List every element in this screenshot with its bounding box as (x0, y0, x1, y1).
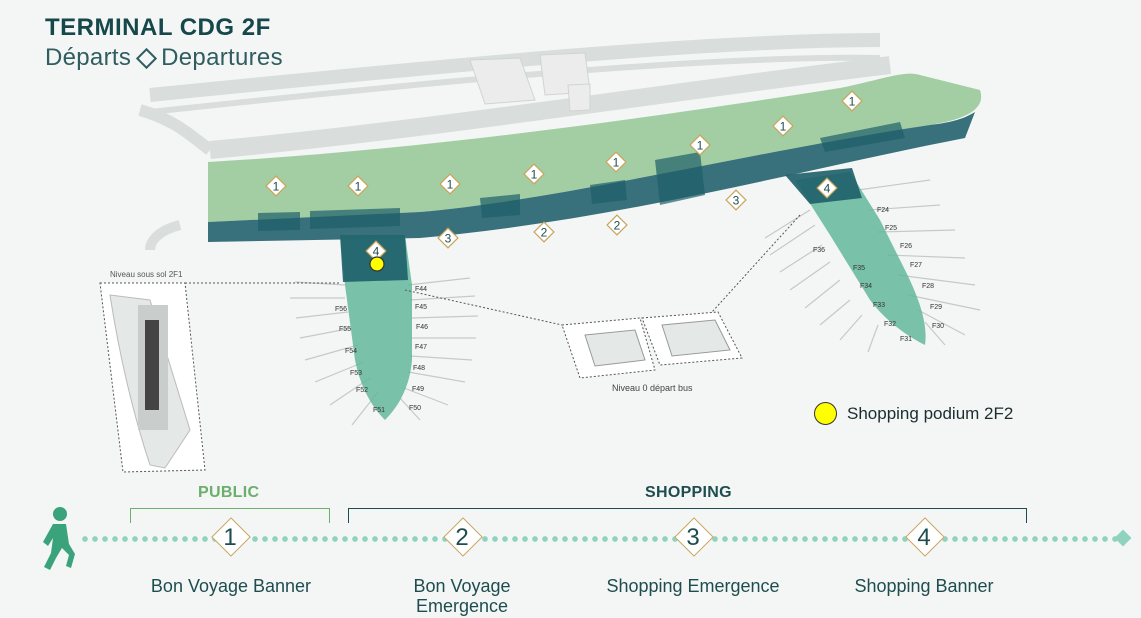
gate-label-right: F29 (930, 304, 942, 311)
gate-label-right: F32 (884, 321, 896, 328)
gate-label-left: F47 (415, 344, 427, 351)
roadways (138, 33, 892, 251)
map-marker-1: 1 (523, 163, 545, 185)
map-marker-number: 1 (355, 180, 362, 194)
map-marker-4: 4 (365, 240, 387, 262)
step-label-2: Bon Voyage Emergence (347, 576, 577, 616)
gate-label-right: F26 (900, 243, 912, 250)
gate-label-left: F52 (356, 387, 368, 394)
gate-label-left: F54 (345, 348, 357, 355)
map-marker-1: 1 (689, 134, 711, 156)
gate-label-right: F35 (853, 265, 865, 272)
map-marker-1: 1 (265, 175, 287, 197)
gate-label-right: F24 (877, 207, 889, 214)
gate-label-right: F31 (900, 336, 912, 343)
map-marker-1: 1 (772, 115, 794, 137)
map-marker-number: 2 (614, 219, 621, 233)
walking-person-icon (43, 507, 75, 570)
subtitle-english: Departures (161, 44, 283, 71)
gate-label-right: F25 (885, 225, 897, 232)
step-number-4: 4 (917, 524, 931, 551)
legend-dot-icon (814, 402, 837, 425)
journey-timeline (80, 536, 1125, 542)
zone-label-public: PUBLIC (198, 484, 260, 501)
map-marker-2: 2 (533, 221, 555, 243)
page-title: TERMINAL CDG 2F (45, 14, 271, 41)
step-label-2-text: Bon Voyage Emergence (413, 576, 511, 616)
basement-inset: Niveau sous sol 2F1 (99, 270, 340, 473)
gate-label-left: F51 (373, 407, 385, 414)
map-marker-2: 2 (606, 214, 628, 236)
subtitle-french: Départs (45, 44, 132, 71)
map-marker-1: 1 (841, 90, 863, 112)
gate-label-left: F50 (409, 405, 421, 412)
basement-label: Niveau sous sol 2F1 (110, 270, 183, 279)
terminal-map: Niveau sous sol 2F1 Niveau 0 départ bus … (99, 33, 982, 473)
gate-label-right: F33 (873, 302, 885, 309)
map-marker-3: 3 (437, 227, 459, 249)
zone-bracket-shopping (348, 508, 1027, 523)
map-marker-number: 4 (824, 182, 831, 196)
map-marker-1: 1 (439, 173, 461, 195)
gate-label-right: F27 (910, 262, 922, 269)
map-marker-number: 1 (849, 95, 856, 109)
gate-label-left: F48 (413, 365, 425, 372)
legend-label: Shopping podium 2F2 (847, 403, 1014, 423)
gate-label-right: F34 (860, 283, 872, 290)
map-legend: Shopping podium 2F2 (814, 402, 1013, 425)
step-number-2: 2 (455, 524, 469, 551)
step-number-1: 1 (223, 524, 237, 551)
step-label-1: Bon Voyage Banner (150, 576, 312, 596)
gate-label-right: F30 (932, 323, 944, 330)
timeline-end-icon (1114, 529, 1132, 547)
map-marker-number: 3 (445, 232, 452, 246)
gate-labels: F44F45F46F47F48F49F50F51F52F53F54F55F56F… (335, 207, 944, 414)
shopping-stores (258, 122, 905, 231)
zone-label-shopping: SHOPPING (645, 484, 732, 501)
map-marker-4: 4 (816, 177, 838, 199)
map-marker-1: 1 (605, 151, 627, 173)
map-markers: 1 1 1 1 1 1 1 1 2 2 3 3 4 4 (265, 90, 863, 262)
page-subtitle: Départs Departures (45, 44, 283, 72)
map-marker-number: 2 (541, 226, 548, 240)
map-marker-number: 4 (373, 245, 380, 259)
bus-level-label: Niveau 0 départ bus (612, 383, 693, 393)
step-label-3: Shopping Emergence (606, 576, 780, 596)
gate-label-left: F55 (339, 326, 351, 333)
bus-level-inset: Niveau 0 départ bus (404, 214, 801, 393)
gate-label-left: F56 (335, 306, 347, 313)
map-marker-number: 1 (447, 178, 454, 192)
map-marker-number: 1 (697, 139, 704, 153)
shopping-podium-marker (369, 256, 385, 272)
map-marker-number: 1 (273, 180, 280, 194)
pier-right (764, 168, 981, 353)
gate-label-left: F49 (412, 386, 424, 393)
gate-label-left: F46 (416, 324, 428, 331)
map-marker-number: 1 (613, 156, 620, 170)
parking-structures (469, 52, 591, 112)
gate-label-left: F44 (415, 286, 427, 293)
map-marker-number: 3 (733, 194, 740, 208)
gate-label-left: F45 (415, 304, 427, 311)
zone-bracket-public (130, 508, 330, 523)
gate-label-right: F28 (922, 283, 934, 290)
map-marker-3: 3 (725, 189, 747, 211)
gate-label-right: F36 (813, 247, 825, 254)
step-number-3: 3 (686, 524, 700, 551)
map-marker-number: 1 (780, 120, 787, 134)
map-marker-number: 1 (531, 168, 538, 182)
public-zone (208, 73, 982, 222)
step-label-4: Shopping Banner (854, 576, 994, 596)
gate-label-left: F53 (350, 370, 362, 377)
map-marker-1: 1 (347, 175, 369, 197)
